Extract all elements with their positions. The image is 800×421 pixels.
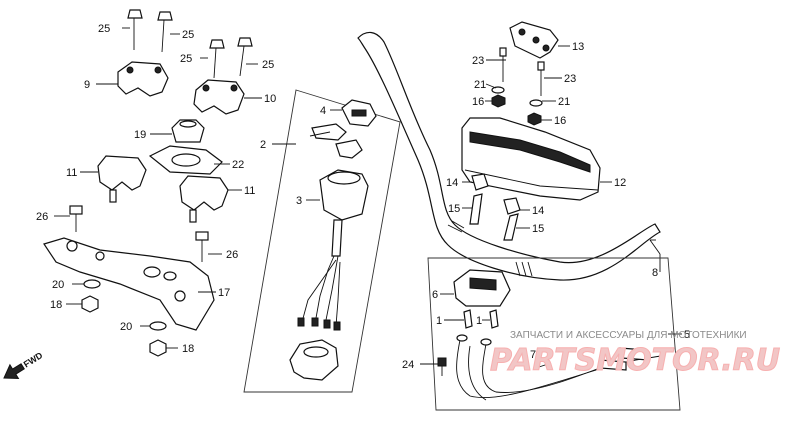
- callout-16: 16: [554, 115, 566, 127]
- ignition-keys: [309, 123, 363, 159]
- relay-6: [440, 269, 511, 307]
- callout-11: 11: [244, 185, 255, 197]
- callout-1: 1: [476, 315, 482, 327]
- callout-17: 17: [218, 287, 230, 299]
- callout-21: 21: [558, 96, 570, 108]
- washer-21-right: [529, 99, 556, 107]
- fwd-label: FWD: [22, 350, 45, 370]
- callout-14: 14: [532, 205, 544, 217]
- watermark: ЗАПЧАСТИ И АКСЕССУАРЫ ДЛЯ МОТОТЕХНИКИ PA…: [490, 330, 781, 379]
- nut-18-left: [66, 295, 99, 313]
- callout-11: 11: [66, 167, 77, 179]
- callout-3: 3: [296, 195, 302, 207]
- screw-24: [420, 357, 447, 376]
- watermark-logo: PARTSMOTOR.RU: [490, 343, 780, 378]
- collar-15-left: [462, 193, 483, 225]
- lower-holder-11-right: [179, 175, 242, 223]
- callout-16: 16: [472, 96, 484, 108]
- callout-18: 18: [182, 343, 194, 355]
- callout-6: 6: [432, 289, 438, 301]
- callout-5: 5: [684, 329, 690, 341]
- bolt-25-d: [237, 37, 258, 77]
- lower-holder-11-left: [80, 155, 147, 203]
- grommet-14-left: [462, 173, 489, 191]
- top-bridge-17: [43, 237, 216, 331]
- grommet-14-right: [503, 197, 530, 215]
- callout-20: 20: [120, 321, 132, 333]
- callout-21: 21: [474, 79, 486, 91]
- callout-19: 19: [134, 129, 146, 141]
- callout-26: 26: [36, 211, 48, 223]
- collar-15-right: [503, 213, 530, 241]
- rubber-19: [150, 119, 205, 143]
- nut-16-left: [485, 94, 506, 108]
- ignition-switch-3: [297, 169, 369, 331]
- bulb-socket-1a: [444, 309, 473, 329]
- washer-20-left: [72, 279, 101, 289]
- callout-13: 13: [572, 41, 584, 53]
- bolt-23-left: [486, 47, 507, 82]
- bolt-25-a: [122, 9, 143, 50]
- fwd-arrow: FWD: [3, 350, 45, 379]
- callout-26: 26: [226, 249, 238, 261]
- callout-labels: 25 25 25 25 9 10 19 22 11 11 26 26 20 17…: [36, 23, 690, 371]
- callout-2: 2: [260, 139, 266, 151]
- callout-9: 9: [84, 79, 90, 91]
- callout-25: 25: [182, 29, 194, 41]
- upper-holder-10: [193, 79, 262, 115]
- callout-25: 25: [98, 23, 110, 35]
- callout-1: 1: [436, 315, 442, 327]
- callout-15: 15: [532, 223, 544, 235]
- ignition-cap-4: [330, 99, 377, 127]
- bolt-23-right: [537, 61, 562, 96]
- callout-22: 22: [232, 159, 244, 171]
- callout-15: 15: [448, 203, 460, 215]
- handlebar: [357, 31, 661, 281]
- callout-24: 24: [402, 359, 414, 371]
- bulb-socket-1b: [482, 309, 499, 329]
- callout-7: 7: [530, 349, 536, 361]
- callout-12: 12: [614, 177, 626, 189]
- bolt-25-c: [200, 39, 225, 79]
- nut-16-right: [527, 112, 552, 126]
- bolt-25-b: [157, 11, 180, 53]
- meter-cover: [461, 117, 612, 201]
- callout-23: 23: [472, 55, 484, 67]
- callout-14: 14: [446, 177, 458, 189]
- nut-18-right: [149, 339, 178, 357]
- wire-harness-7: [456, 334, 661, 401]
- bolt-26-right: [195, 231, 222, 262]
- bolt-26-left: [54, 205, 83, 232]
- callout-20: 20: [52, 279, 64, 291]
- callout-23: 23: [564, 73, 576, 85]
- washer-21-left: [491, 86, 505, 94]
- upper-holder-9: [96, 61, 169, 97]
- callout-25: 25: [262, 59, 274, 71]
- callout-10: 10: [264, 93, 276, 105]
- meter-bracket: [509, 21, 570, 59]
- callout-4: 4: [320, 105, 326, 117]
- watermark-caption: ЗАПЧАСТИ И АКСЕССУАРЫ ДЛЯ МОТОТЕХНИКИ: [510, 330, 747, 341]
- plate-22: [148, 145, 230, 175]
- washer-20-right: [140, 321, 167, 331]
- harness-box: [427, 257, 682, 411]
- callout-18: 18: [50, 299, 62, 311]
- ignition-cover: [289, 339, 339, 381]
- callout-25: 25: [180, 53, 192, 65]
- callout-8: 8: [652, 267, 658, 279]
